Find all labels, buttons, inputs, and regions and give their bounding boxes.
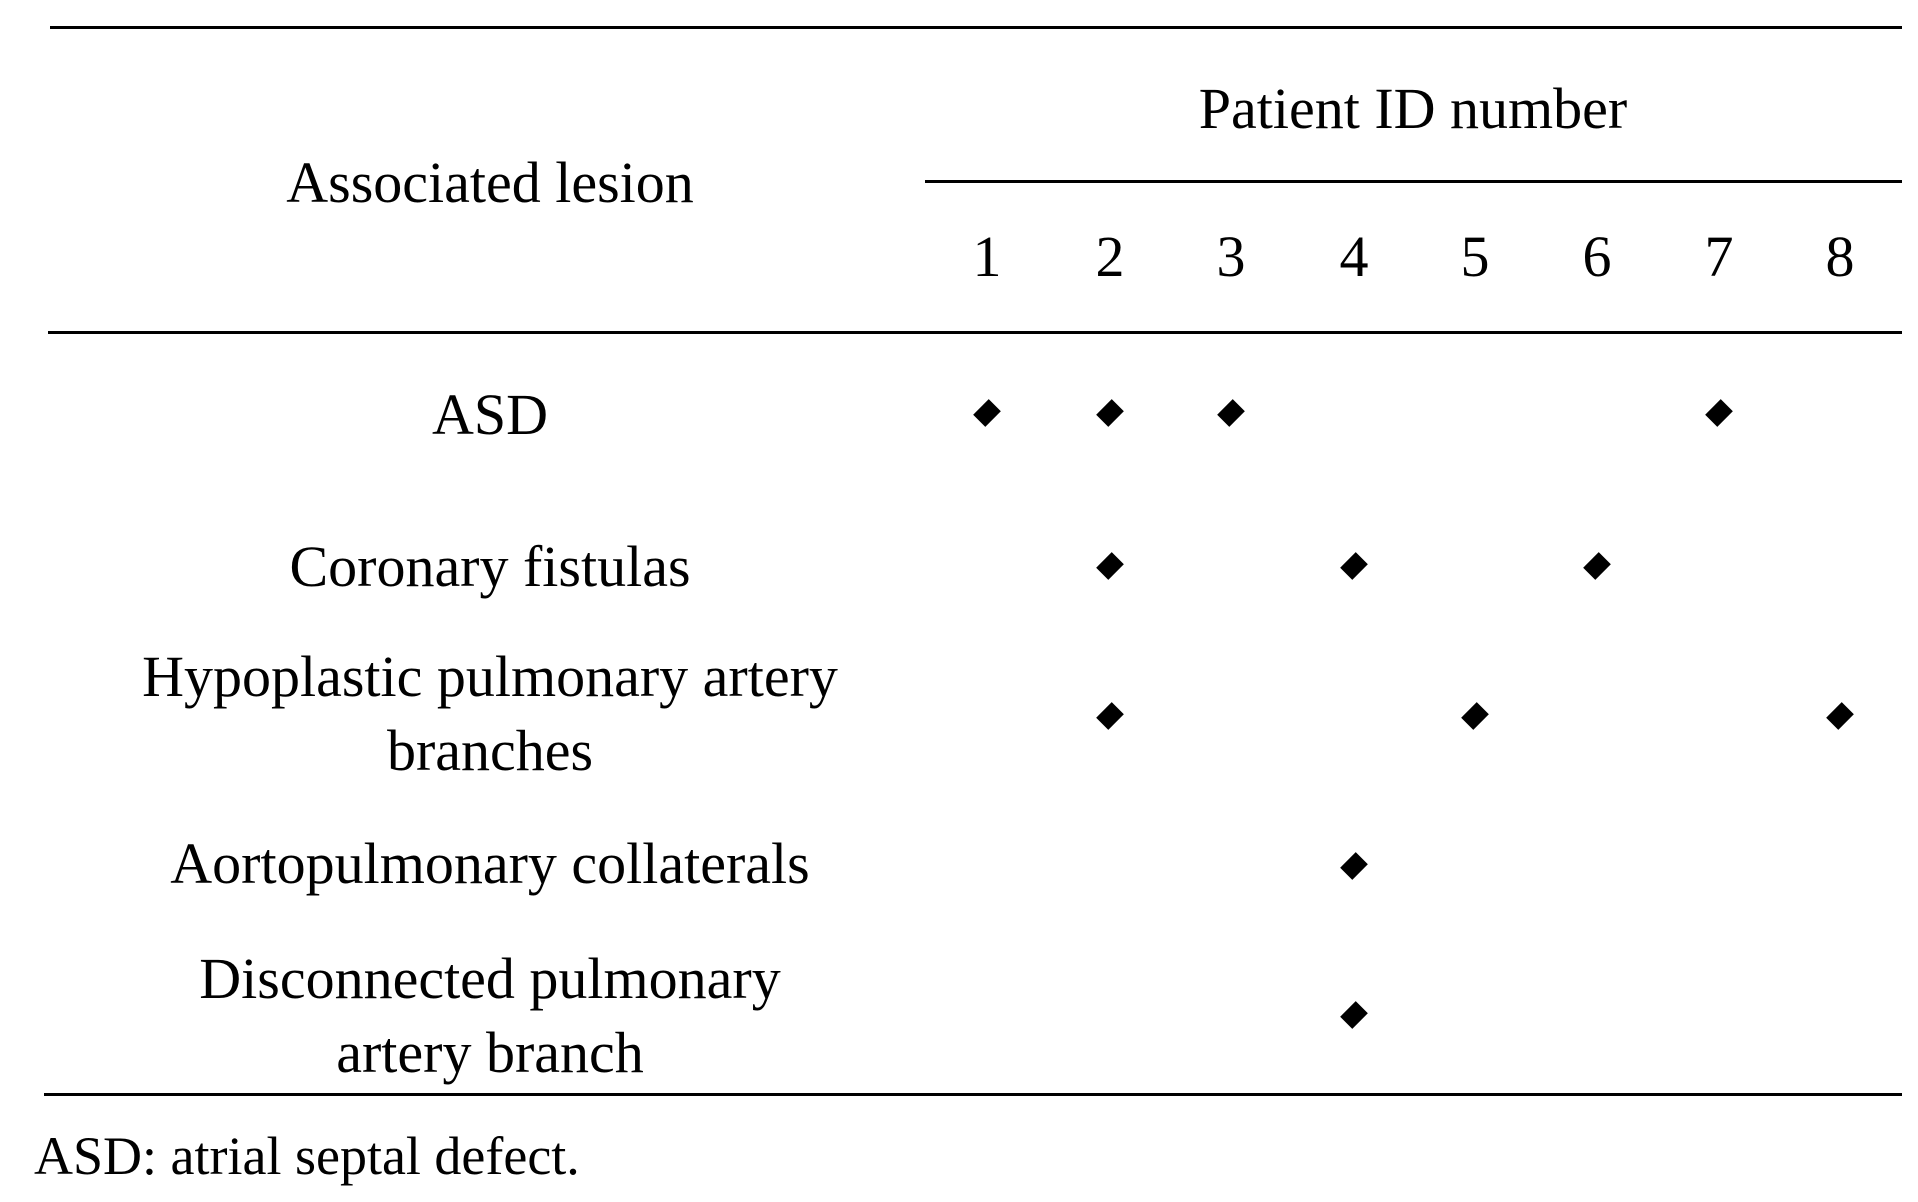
diamond-marker-icon (1096, 552, 1124, 580)
lesion-label-line: Aortopulmonary collaterals (170, 831, 810, 896)
lesion-label-line: Coronary fistulas (289, 534, 691, 599)
diamond-marker-icon (1461, 702, 1489, 730)
table-bottom-rule (44, 1093, 1902, 1096)
lesion-cell: ASD (50, 378, 930, 452)
lesion-label-line: Hypoplastic pulmonary artery (142, 644, 838, 709)
patient-group-header: Patient ID number (1198, 76, 1628, 141)
lesion-label-line: Disconnected pulmonary (199, 946, 781, 1011)
diamond-marker-icon (1705, 399, 1733, 427)
lesion-cell: Hypoplastic pulmonary artery branches (50, 640, 930, 788)
lesion-cell: Disconnected pulmonary artery branch (50, 942, 930, 1090)
patient-id-8: 8 (1825, 224, 1855, 289)
diamond-marker-icon (1340, 552, 1368, 580)
patient-id-6: 6 (1582, 224, 1612, 289)
lesion-header-label: Associated lesion (286, 150, 694, 215)
patient-id-3: 3 (1216, 224, 1246, 289)
diamond-marker-icon (1096, 702, 1124, 730)
diamond-marker-icon (1826, 702, 1854, 730)
diamond-marker-icon (1583, 552, 1611, 580)
patient-id-1: 1 (972, 224, 1002, 289)
patient-id-5: 5 (1460, 224, 1490, 289)
table-top-rule (50, 26, 1902, 29)
diamond-marker-icon (1340, 1001, 1368, 1029)
lesion-cell: Aortopulmonary collaterals (50, 827, 930, 901)
lesion-label-line: ASD (431, 382, 549, 447)
diamond-marker-icon (973, 399, 1001, 427)
patient-id-2: 2 (1095, 224, 1125, 289)
diamond-marker-icon (1340, 852, 1368, 880)
patient-id-7: 7 (1704, 224, 1734, 289)
lesion-column-header: Associated lesion (50, 146, 930, 220)
patient-id-4: 4 (1339, 224, 1369, 289)
table-footnote: ASD: atrial septal defect. (34, 1126, 580, 1186)
diamond-marker-icon (1217, 399, 1245, 427)
header-group-rule (925, 180, 1902, 183)
diamond-marker-icon (1096, 399, 1124, 427)
header-bottom-rule (48, 331, 1902, 334)
lesion-label-line: branches (386, 718, 594, 783)
lesion-cell: Coronary fistulas (50, 530, 930, 604)
lesion-label-line: artery branch (336, 1020, 644, 1085)
